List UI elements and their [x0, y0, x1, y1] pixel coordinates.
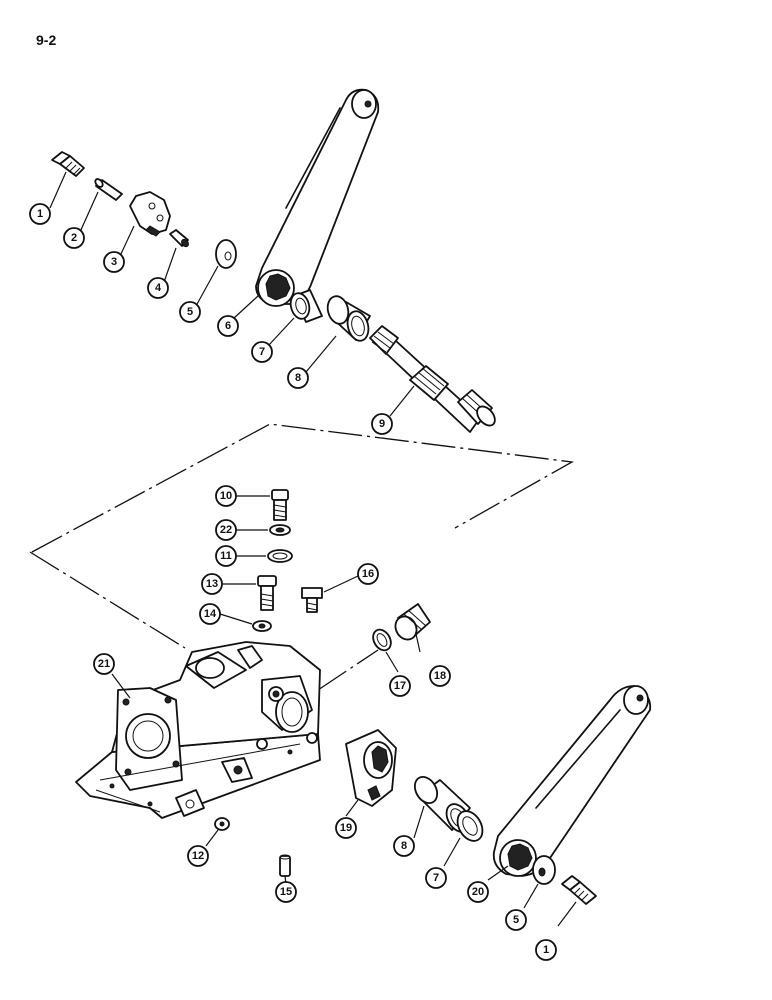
callout-part-11: 11 [215, 545, 237, 567]
lift-housing-part-21 [75, 641, 321, 819]
bolt-part-16 [301, 587, 323, 613]
svg-text:18: 18 [434, 670, 446, 682]
svg-text:20: 20 [472, 886, 484, 898]
sleeve-part-8-upper [326, 295, 371, 342]
lever-part-19 [345, 729, 397, 807]
callout-part-19: 19 [335, 817, 357, 839]
svg-text:14: 14 [204, 608, 217, 620]
svg-text:15: 15 [280, 886, 292, 898]
svg-text:21: 21 [98, 658, 110, 670]
page-number: 9-2 [36, 32, 57, 48]
washer-part-14 [252, 620, 272, 632]
svg-text:22: 22 [220, 524, 232, 536]
pin-part-4 [169, 229, 189, 248]
callout-part-22: 22 [215, 519, 237, 541]
callout-part-18: 18 [429, 665, 451, 687]
svg-text:5: 5 [187, 306, 193, 318]
bushing-part-7-upper [289, 289, 323, 323]
svg-text:8: 8 [401, 840, 407, 852]
plug-part-18 [394, 603, 431, 641]
callout-part-4: 4 [147, 277, 169, 299]
svg-text:17: 17 [394, 680, 406, 692]
svg-text:6: 6 [225, 320, 231, 332]
bracket-part-3 [129, 191, 171, 237]
callout-part-7-upper: 7 [251, 341, 273, 363]
washer-part-22 [269, 524, 291, 536]
svg-text:7: 7 [433, 872, 439, 884]
callout-part-14: 14 [199, 603, 221, 625]
svg-text:3: 3 [111, 256, 117, 268]
svg-text:13: 13 [206, 578, 218, 590]
svg-text:19: 19 [340, 822, 352, 834]
callout-part-21: 21 [93, 653, 115, 675]
svg-text:1: 1 [37, 208, 43, 220]
dowel-part-15 [279, 854, 291, 877]
callout-part-2: 2 [63, 227, 85, 249]
svg-text:11: 11 [220, 550, 232, 562]
callout-part-9: 9 [371, 413, 393, 435]
lift-arm-part-6 [255, 88, 380, 307]
callout-part-17: 17 [389, 675, 411, 697]
svg-text:1: 1 [543, 944, 549, 956]
svg-text:8: 8 [295, 372, 301, 384]
cross-shaft-part-9 [369, 325, 496, 433]
bolt-part-1 [51, 151, 85, 177]
bolt-part-13 [257, 575, 277, 611]
assembly-outline [29, 423, 575, 691]
callout-part-6: 6 [217, 315, 239, 337]
seal-part-11 [267, 549, 293, 563]
svg-text:2: 2 [71, 232, 77, 244]
svg-text:7: 7 [259, 346, 265, 358]
bolt-part-10 [271, 489, 289, 521]
callout-part-20: 20 [467, 881, 489, 903]
pin-part-2 [94, 178, 123, 201]
callout-part-15: 15 [275, 881, 297, 903]
callout-part-7-lower: 7 [425, 867, 447, 889]
callout-part-13: 13 [201, 573, 223, 595]
svg-text:10: 10 [220, 490, 232, 502]
bushing-part-7-lower [456, 810, 484, 842]
leader-lines [49, 171, 577, 927]
washer-part-5-lower [532, 855, 556, 885]
o-ring-part-17 [372, 628, 392, 652]
callout-part-5-upper: 5 [179, 301, 201, 323]
callout-part-10: 10 [215, 485, 237, 507]
callout-part-8-lower: 8 [393, 835, 415, 857]
callout-part-16: 16 [357, 563, 379, 585]
svg-text:5: 5 [513, 914, 519, 926]
callout-part-1-upper: 1 [29, 203, 51, 225]
svg-text:12: 12 [192, 850, 204, 862]
callout-part-5-lower: 5 [505, 909, 527, 931]
bolt-part-1-lower [561, 875, 597, 905]
callout-part-8-upper: 8 [287, 367, 309, 389]
callout-part-3: 3 [103, 251, 125, 273]
plug-part-12 [214, 817, 230, 831]
callout-part-1-lower: 1 [535, 939, 557, 961]
svg-text:4: 4 [155, 282, 162, 294]
svg-text:16: 16 [362, 568, 374, 580]
lift-arm-part-20 [492, 685, 652, 877]
washer-part-5-upper [215, 239, 237, 269]
callout-part-12: 12 [187, 845, 209, 867]
svg-text:9: 9 [379, 418, 385, 430]
